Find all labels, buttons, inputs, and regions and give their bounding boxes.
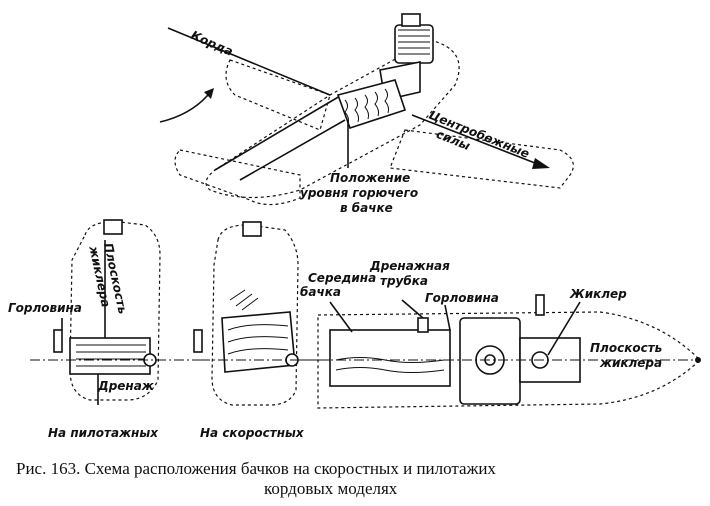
side-fuel-fill <box>335 367 445 373</box>
top-perspective-view: Корда Центробежные силы Положение уровня… <box>159 13 574 215</box>
fuel-tank-top <box>336 79 407 130</box>
side-nose-tip <box>695 357 701 363</box>
speed-front-view: На скоростных <box>193 221 330 440</box>
left-wing <box>225 59 331 131</box>
tank-middle-line-1: Середина <box>308 271 376 285</box>
side-filler-label: Горловина <box>425 291 499 305</box>
side-plane-line-2: жиклера <box>599 356 662 370</box>
drain-tube-label: Дренажная трубка <box>369 259 454 288</box>
fuel-level-line-3: в бачке <box>340 201 393 215</box>
fuel-level-label: Положение уровня горючего в бачке <box>300 171 422 215</box>
rotation-arrow-head <box>204 88 214 99</box>
speed-filler-cap <box>193 329 203 353</box>
speed-cap <box>242 221 262 237</box>
side-view: Середина бачка Дренажная трубка Горловин… <box>300 259 701 409</box>
aerobatic-cap <box>103 219 123 235</box>
fuel-level-line-1: Положение <box>330 171 410 185</box>
side-jet-knob <box>535 294 545 316</box>
speed-tank-fill <box>227 324 289 355</box>
tank-middle-label: Середина бачка <box>300 271 380 299</box>
aerobatic-filler-label: Горловина <box>8 301 82 315</box>
tailplane <box>174 149 301 206</box>
fuel-level-line-2: уровня горючего <box>300 186 418 200</box>
jet-label: Жиклер <box>569 287 627 301</box>
figure-caption-line-1: Рис. 163. Схема расположения бачков на с… <box>16 459 496 478</box>
tank-middle-pointer <box>329 301 353 333</box>
side-jet-plane-label: Плоскость жиклера <box>590 341 666 370</box>
speed-caption: На скоростных <box>200 426 305 440</box>
centrifugal-arrow-head <box>532 158 550 169</box>
drain-tube-pointer <box>401 299 424 319</box>
centrifugal-forces-label: Центробежные силы <box>421 108 535 177</box>
drain-tube-line-2: трубка <box>380 274 428 288</box>
cord-line <box>167 27 331 96</box>
side-neck-pointer <box>444 304 451 331</box>
rotation-arrow <box>159 94 209 123</box>
aerobatic-filler-cap <box>53 329 63 353</box>
aerobatic-tank <box>69 337 151 375</box>
aerobatic-plane-label: Плоскость жиклера <box>86 241 130 323</box>
aerobatic-caption: На пилотажных <box>48 426 159 440</box>
side-drain-tube <box>417 317 429 333</box>
cord-label: Корда <box>189 28 235 59</box>
centrifugal-arrow <box>411 114 541 166</box>
speed-tank <box>221 311 296 373</box>
fuselage-outline <box>205 39 460 199</box>
speed-fuselage-outline <box>211 224 299 406</box>
aerobatic-tank-fill <box>76 344 146 367</box>
right-wing <box>389 129 574 189</box>
aerobatic-drain-label: Дренаж <box>97 379 155 393</box>
fuselage-edge <box>214 95 341 171</box>
aerobatic-front-view: Плоскость жиклера Горловина Дренаж На пи… <box>8 219 200 440</box>
jet-pointer <box>547 301 581 356</box>
side-fuselage-outline <box>317 311 701 409</box>
tank-middle-line-2: бачка <box>300 285 341 299</box>
side-plane-line-1: Плоскость <box>590 341 662 355</box>
fuselage-edge-lower <box>239 119 346 181</box>
speed-engine-fins <box>229 289 259 311</box>
figure-caption-line-2: кордовых моделях <box>264 479 398 498</box>
drain-tube-line-1: Дренажная <box>369 259 450 273</box>
